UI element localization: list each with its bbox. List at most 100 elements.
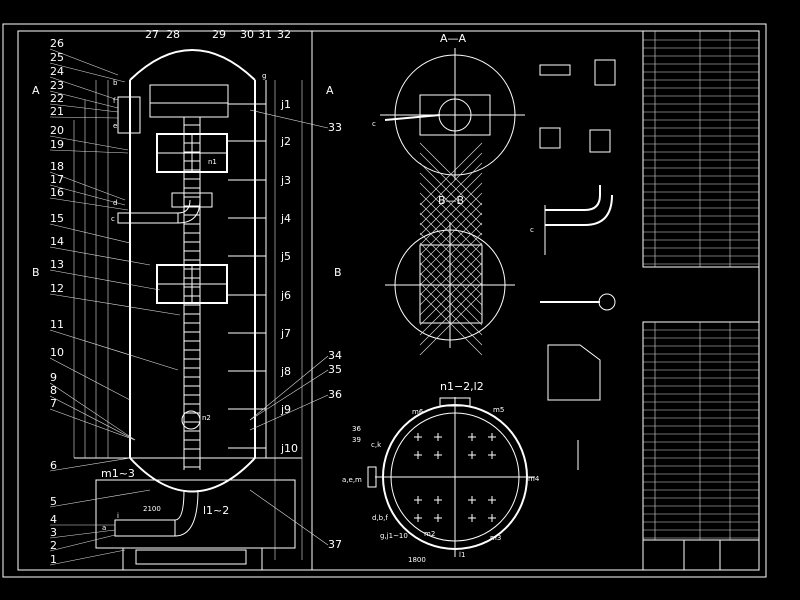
hatch-line bbox=[419, 192, 483, 256]
part-number-37: 37 bbox=[328, 538, 342, 551]
part-number-19: 19 bbox=[50, 138, 64, 151]
leader-line bbox=[49, 197, 129, 211]
leader-line bbox=[49, 90, 119, 109]
nozzle-label-j9: j9 bbox=[280, 403, 291, 416]
leader-line bbox=[49, 184, 126, 206]
nozzle-label-f: f bbox=[113, 97, 116, 105]
detail-mark-c: c bbox=[530, 226, 534, 234]
leader-line bbox=[49, 549, 126, 566]
view-title-aa: A—A bbox=[440, 32, 467, 45]
leader-line bbox=[49, 382, 136, 441]
part-number-9: 9 bbox=[50, 371, 57, 384]
hatch-line bbox=[419, 262, 483, 326]
leader-line bbox=[49, 534, 116, 552]
plan-label-m5: m5 bbox=[493, 406, 504, 414]
plus-mark bbox=[414, 433, 422, 441]
leader-line bbox=[49, 269, 161, 291]
part-number-28: 28 bbox=[166, 28, 180, 41]
part-number-1: 1 bbox=[50, 553, 57, 566]
nozzle-label-d: d bbox=[113, 199, 117, 207]
nozzle-label-l1-2: l1~2 bbox=[203, 504, 229, 517]
nozzle-label-n1: n1 bbox=[208, 158, 217, 166]
nozzle-label-g: g bbox=[262, 72, 266, 80]
nozzle-label-b: b bbox=[113, 79, 118, 87]
part-number-10: 10 bbox=[50, 346, 64, 359]
plus-mark bbox=[488, 514, 496, 522]
plan-label-m6: m6 bbox=[412, 408, 424, 416]
leader-line bbox=[49, 62, 126, 83]
hatch-line bbox=[419, 202, 483, 266]
section-mark-b-right: B bbox=[334, 266, 342, 279]
nozzle-label-a: a bbox=[102, 524, 106, 532]
hatch-line bbox=[419, 232, 483, 296]
hatch-line bbox=[419, 162, 483, 226]
hatch-line bbox=[419, 292, 483, 356]
outer-frame bbox=[2, 23, 767, 578]
section-view-aa: A—A c bbox=[372, 32, 525, 180]
plan-label-39: 39 bbox=[352, 436, 361, 444]
section-mark-a-left: A bbox=[32, 84, 40, 97]
part-number-13: 13 bbox=[50, 258, 64, 271]
part-number-36: 36 bbox=[328, 388, 342, 401]
dim-1800: 1800 bbox=[408, 556, 426, 564]
leader-line bbox=[49, 223, 131, 244]
nozzle-label-i: i bbox=[117, 512, 119, 520]
plan-label-gj: g,j1~10 bbox=[380, 532, 408, 540]
part-number-29: 29 bbox=[212, 28, 226, 41]
nozzle-label-j6: j6 bbox=[280, 289, 291, 302]
leader-line bbox=[49, 171, 126, 201]
leader-line bbox=[49, 48, 119, 76]
leader-line bbox=[49, 149, 129, 154]
part-number-12: 12 bbox=[50, 282, 64, 295]
plus-mark bbox=[434, 433, 442, 441]
part-number-32: 32 bbox=[277, 28, 291, 41]
nozzle-label-j2: j2 bbox=[280, 135, 291, 148]
leader-line bbox=[49, 103, 119, 113]
plus-mark bbox=[414, 496, 422, 504]
plus-mark bbox=[434, 451, 442, 459]
leader-line bbox=[49, 457, 131, 472]
plus-mark bbox=[468, 451, 476, 459]
plan-label-m4: m4 bbox=[528, 475, 540, 483]
detail-mark-c-aa: c bbox=[372, 120, 376, 128]
part-number-4: 4 bbox=[50, 513, 57, 526]
plus-mark bbox=[468, 433, 476, 441]
leader-line bbox=[249, 369, 329, 421]
leader-line bbox=[49, 395, 136, 441]
nozzle-label-j3: j3 bbox=[280, 174, 291, 187]
hatch-line bbox=[419, 172, 483, 236]
plan-label-dbf: d,b,f bbox=[372, 514, 388, 522]
part-number-3: 3 bbox=[50, 526, 57, 539]
part-number-33: 33 bbox=[328, 121, 342, 134]
part-number-18: 18 bbox=[50, 160, 64, 173]
section-view-bb: B—B bbox=[385, 142, 515, 356]
leader-line bbox=[49, 246, 151, 266]
hatch-line bbox=[419, 242, 483, 306]
hatch-line bbox=[419, 152, 483, 216]
detail-sketches: c bbox=[530, 59, 616, 470]
leader-line bbox=[249, 109, 329, 129]
nozzle-label-j8: j8 bbox=[280, 365, 291, 378]
hatch-line bbox=[419, 212, 483, 276]
leader-line bbox=[49, 135, 129, 151]
part-number-34: 34 bbox=[328, 349, 342, 362]
view-title-plan: n1−2,l2 bbox=[440, 380, 484, 393]
hatch-line bbox=[419, 182, 483, 246]
nozzle-label-e: e bbox=[113, 122, 117, 130]
part-number-20: 20 bbox=[50, 124, 64, 137]
part-number-24: 24 bbox=[50, 65, 64, 78]
part-number-22: 22 bbox=[50, 92, 64, 105]
nozzle-label-j4: j4 bbox=[280, 212, 291, 225]
nozzle-label-j7: j7 bbox=[280, 327, 291, 340]
part-number-26: 26 bbox=[50, 37, 64, 50]
leader-line bbox=[49, 489, 151, 508]
plus-mark bbox=[414, 451, 422, 459]
part-number-2: 2 bbox=[50, 539, 57, 552]
part-number-11: 11 bbox=[50, 318, 64, 331]
plus-mark bbox=[488, 451, 496, 459]
part-number-8: 8 bbox=[50, 384, 57, 397]
nozzle-label-j1: j1 bbox=[280, 98, 291, 111]
inner-frame bbox=[17, 30, 760, 571]
plus-mark bbox=[488, 433, 496, 441]
